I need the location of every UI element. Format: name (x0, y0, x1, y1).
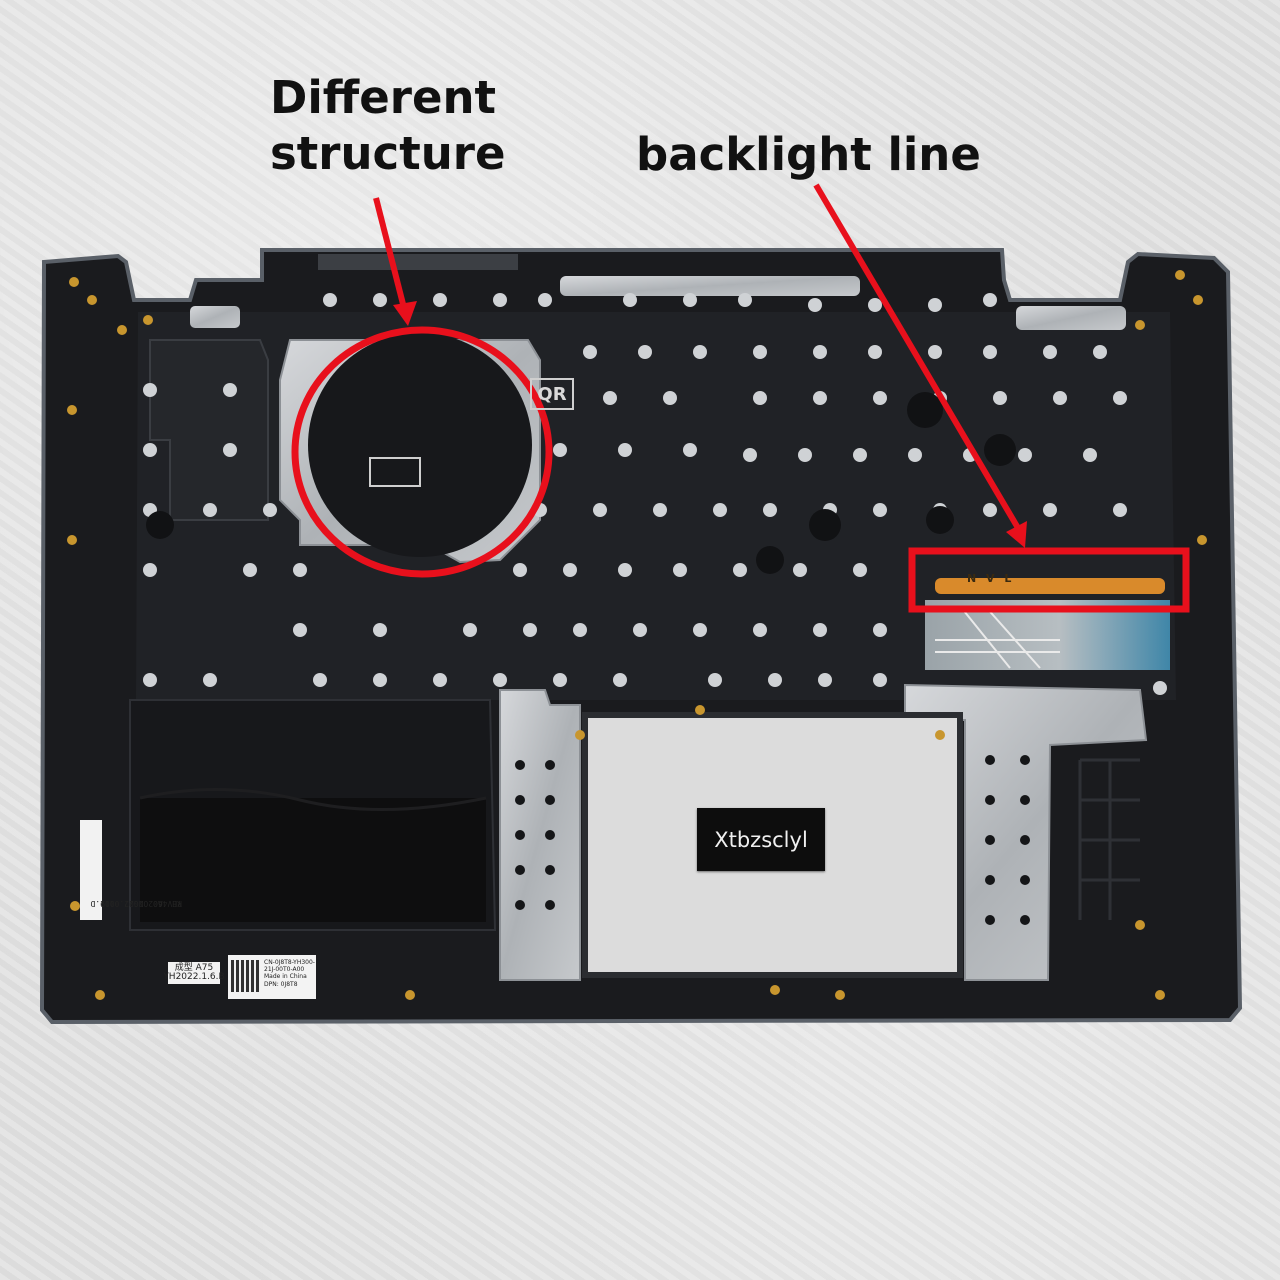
structure-arrow-head (393, 301, 417, 326)
mounting-dots (143, 293, 1167, 695)
top-hinge-bar (560, 276, 860, 296)
raised-posts (146, 392, 1016, 574)
top-vent-slots (318, 254, 518, 270)
model-label-line-1: 成型 A75 (174, 962, 214, 973)
structure-highlight-circle (291, 326, 553, 578)
right-hinge-left (1016, 306, 1126, 330)
structure-arrow-line (373, 197, 407, 309)
right-support-ribs (1078, 758, 1140, 920)
fan-disc (308, 333, 532, 557)
bracket-screws (515, 755, 1030, 925)
speaker-foam (140, 798, 486, 922)
model-label-line-2: YH2022.1.6.B (163, 972, 225, 982)
left-hinge-small (190, 306, 240, 328)
backlight-arrow-head (1006, 521, 1027, 548)
backlight-arrow-line (813, 183, 1021, 530)
touchpad-bracket-left (499, 689, 581, 981)
foam-texture (139, 787, 487, 811)
backlight-highlight-box (908, 547, 1190, 613)
left-bracket (149, 339, 269, 521)
seller-sticker: Xtbzsclyl (697, 808, 825, 871)
structure-caption: Different structure (270, 70, 505, 183)
qr-code-icon (231, 960, 261, 992)
info-label-line-4: DPN: 0J8T8 (264, 980, 298, 988)
vertical-part-label: YH 460 ONG07 0002 REV A02 2022.0119.D (80, 820, 182, 920)
structure-caption-line-2: structure (270, 127, 506, 181)
backlight-cable (935, 578, 1165, 594)
ribbon-cable-stripes (935, 605, 1060, 669)
info-label-line-2: 21J-00T0-A00 (264, 966, 305, 974)
gold-standoffs (67, 270, 1207, 1000)
info-label-line-1: CN-0J8T8-YH300- (264, 959, 315, 966)
vertical-label-line-2: REV A02 2022.0119.D (90, 898, 182, 908)
fan-center-mark (369, 457, 421, 487)
structure-caption-line-1: Different (270, 71, 497, 124)
model-label: 成型 A75 YH2022.1.6.B (163, 962, 225, 984)
info-label-line-3: Made in China (264, 973, 307, 981)
backlight-caption: backlight line (636, 128, 981, 181)
cable-label: N V L (967, 572, 1015, 585)
info-label: CN-0J8T8-YH300- 21J-00T0-A00 Made in Chi… (228, 955, 316, 999)
qr-mark: QR (530, 378, 574, 410)
